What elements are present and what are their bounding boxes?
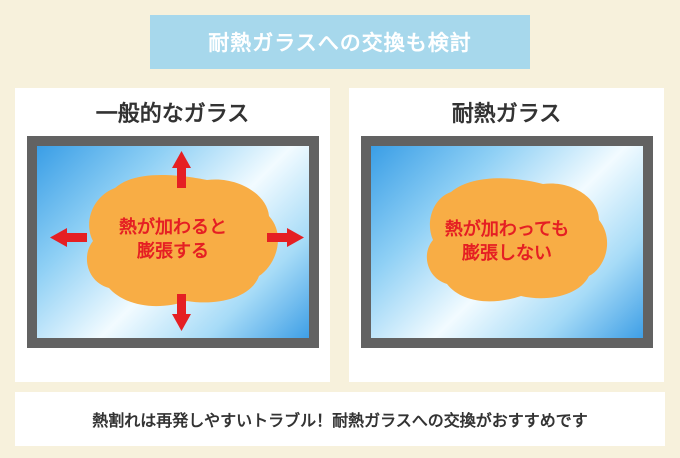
window-frame: 熱が加わっても 膨張しない bbox=[361, 136, 653, 348]
heat-bubble bbox=[426, 178, 608, 302]
panel-heat-resistant-glass: 耐熱ガラス 熱が加わっても 膨張しない bbox=[349, 88, 664, 382]
heat-diagram bbox=[426, 178, 608, 302]
heat-bubble bbox=[86, 175, 278, 307]
footer-note-box: 熱割れは再発しやすいトラブル！耐熱ガラスへの交換がおすすめです bbox=[15, 392, 665, 446]
bubble-text-line1: 熱が加わると bbox=[119, 217, 227, 238]
footer-note: 熱割れは再発しやすいトラブル！耐熱ガラスへの交換がおすすめです bbox=[92, 411, 588, 430]
panel-label-ordinary: 一般的なガラス bbox=[95, 102, 250, 127]
glass-pane: 熱が加わると 膨張する bbox=[37, 146, 309, 338]
glass-pane: 熱が加わっても 膨張しない bbox=[371, 146, 643, 338]
bubble-text-line2: 膨張しない bbox=[462, 243, 552, 264]
window-frame: 熱が加わると 膨張する bbox=[27, 136, 319, 348]
bubble-text-line2: 膨張する bbox=[137, 241, 209, 262]
bubble-text-line1: 熱が加わっても bbox=[444, 219, 570, 240]
panel-ordinary-glass: 一般的なガラス bbox=[15, 88, 330, 382]
arrow-down-icon bbox=[172, 294, 191, 331]
heat-diagram bbox=[50, 151, 304, 331]
arrow-left-icon bbox=[50, 228, 87, 247]
title-banner: 耐熱ガラスへの交換も検討 bbox=[150, 15, 530, 69]
arrow-up-icon bbox=[172, 151, 191, 188]
panel-label-heat-resistant: 耐熱ガラス bbox=[451, 102, 562, 127]
arrow-right-icon bbox=[267, 228, 304, 247]
page-title: 耐熱ガラスへの交換も検討 bbox=[208, 31, 472, 55]
